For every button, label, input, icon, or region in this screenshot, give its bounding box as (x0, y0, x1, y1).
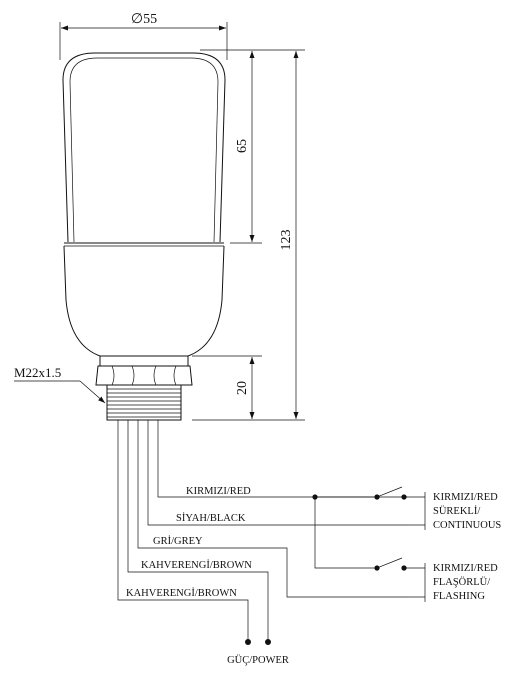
wiring (117, 420, 426, 645)
wire-red-label: KIRMIZI/RED (186, 486, 251, 497)
power-terminals (245, 639, 271, 645)
continuous-output-label: KIRMIZI/RED SÜREKLİ/ CONTINUOUS (433, 492, 501, 531)
flashing-switch (374, 557, 425, 571)
svg-text:FLAŞÖRLÜ/: FLAŞÖRLÜ/ (433, 576, 490, 588)
total-height-label: 123 (279, 230, 294, 251)
height-dimensions: 65 123 20 (192, 49, 305, 421)
dome-height-label: 65 (235, 139, 250, 153)
power-label: GÜÇ/POWER (227, 654, 289, 666)
wire-black-label: SİYAH/BLACK (176, 512, 246, 524)
svg-text:CONTINUOUS: CONTINUOUS (433, 520, 501, 531)
svg-text:SÜREKLİ/: SÜREKLİ/ (433, 505, 480, 517)
thread-label: M22x1.5 (14, 365, 61, 380)
svg-text:FLASHING: FLASHING (433, 591, 485, 602)
diameter-label: ∅55 (131, 12, 157, 27)
base-height-label: 20 (235, 381, 250, 395)
thread-lines (107, 388, 181, 418)
wire-brown-label-2: KAHVERENGİ/BROWN (126, 587, 237, 599)
svg-text:KIRMIZI/RED: KIRMIZI/RED (433, 492, 498, 503)
continuous-switch (315, 486, 425, 500)
wire-grey-label: GRİ/GREY (153, 535, 203, 547)
flashing-output-label: KIRMIZI/RED FLAŞÖRLÜ/ FLASHING (433, 563, 498, 602)
lamp-body (62, 52, 226, 357)
thread-callout: M22x1.5 (14, 365, 106, 404)
diameter-dimension: ∅55 (59, 12, 228, 60)
base-connector (95, 355, 193, 421)
wire-brown-label-1: KAHVERENGİ/BROWN (141, 559, 252, 571)
svg-text:KIRMIZI/RED: KIRMIZI/RED (433, 563, 498, 574)
